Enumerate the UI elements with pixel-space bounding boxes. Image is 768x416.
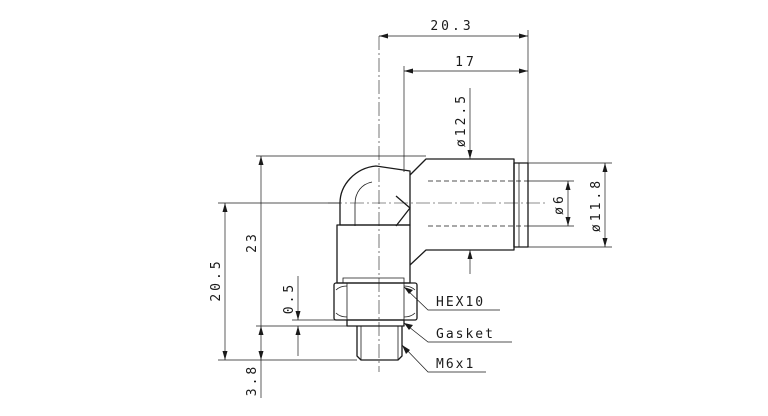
label-hex: HEX10 xyxy=(436,295,485,310)
label-thread: M6x1 xyxy=(436,357,475,372)
dimension-lines xyxy=(218,30,612,398)
center-lines xyxy=(328,36,545,372)
dim-17-arrow-left xyxy=(404,68,413,74)
hex-nut xyxy=(333,282,418,321)
dim-0-5-arrow-bottom xyxy=(295,326,301,335)
label-11-8: ø11.8 xyxy=(589,178,604,232)
dim-6-arrow-bottom xyxy=(565,217,571,226)
dim-12-5-arrow-bottom xyxy=(467,250,473,259)
elbow-body xyxy=(339,165,411,226)
neck-taper xyxy=(342,277,405,283)
dim-3-8-arrow-top xyxy=(258,326,264,335)
label-23: 23 xyxy=(245,231,260,253)
release-ring xyxy=(513,162,529,248)
dim-0-5-arrow-top xyxy=(295,311,301,320)
label-17: 17 xyxy=(455,55,477,70)
dim-6-arrow-top xyxy=(565,181,571,190)
dim-20-3-arrow-left xyxy=(379,33,388,39)
gasket-leader xyxy=(403,322,512,343)
collet-point xyxy=(395,195,411,227)
callout-labels: HEX10 Gasket M6x1 xyxy=(436,295,495,372)
thread-leader-arrow xyxy=(402,345,410,354)
thread-leader xyxy=(401,344,486,373)
label-3-8: 3.8 xyxy=(245,364,260,396)
gasket xyxy=(346,319,405,327)
label-20-5: 20.5 xyxy=(209,258,224,301)
label-gasket: Gasket xyxy=(436,327,495,342)
callout-leaders xyxy=(401,286,512,373)
label-6: ø6 xyxy=(552,193,567,215)
dim-11-8-arrow-bottom xyxy=(602,238,608,247)
label-0-5: 0.5 xyxy=(282,282,297,314)
elbow-inner-curve xyxy=(354,181,373,226)
hex-leader-arrow xyxy=(404,287,413,294)
dim-17-arrow-right xyxy=(519,68,528,74)
label-20-3: 20.3 xyxy=(430,19,473,34)
fitting-body xyxy=(333,158,529,361)
gasket-leader-arrow xyxy=(404,323,413,330)
body-neck xyxy=(336,224,411,284)
thread xyxy=(356,326,403,361)
dim-20-5-arrow-bottom xyxy=(222,351,228,360)
hex-chamfer xyxy=(335,285,416,318)
label-12-5: ø12.5 xyxy=(454,93,469,147)
dim-3-8-arrow-bottom xyxy=(258,351,264,360)
dim-12-5-arrow-top xyxy=(467,150,473,159)
dim-23-arrow-top xyxy=(258,156,264,165)
dim-20-5-arrow-top xyxy=(222,203,228,212)
branch-body xyxy=(409,158,515,266)
dim-20-3-arrow-right xyxy=(519,33,528,39)
dimension-labels: 20.3 17 ø12.5 ø11.8 ø6 23 20.5 0.5 3.8 xyxy=(209,19,604,396)
hex-leader xyxy=(403,286,500,311)
dim-11-8-arrow-top xyxy=(602,163,608,172)
